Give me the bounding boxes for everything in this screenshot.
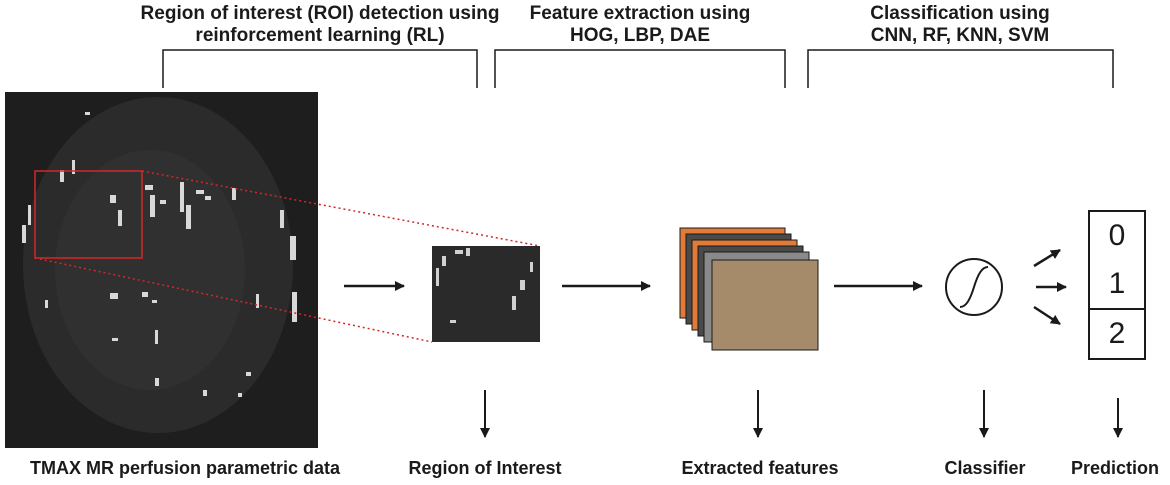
- mr-scan-image: [5, 92, 318, 448]
- stage-bracket-roi: [162, 49, 478, 88]
- caption-input-data: TMAX MR perfusion parametric data: [29, 458, 341, 478]
- class-arrow-down: [1033, 305, 1061, 326]
- prediction-class-box: 2: [1088, 310, 1146, 360]
- stage-heading-roi-line2: reinforcement learning (RL): [195, 25, 445, 46]
- caption-prediction: Prediction: [1070, 458, 1159, 478]
- stage-heading-features: Feature extraction using HOG, LBP, DAE: [515, 3, 765, 47]
- stage-heading-classification-line2: CNN, RF, KNN, SVM: [870, 25, 1050, 46]
- caption-extracted-features: Extracted features: [681, 458, 839, 478]
- caption-classifier: Classifier: [944, 458, 1026, 478]
- caption-region-of-interest: Region of Interest: [408, 458, 562, 478]
- prediction-class-box: 0: [1088, 210, 1146, 262]
- stage-heading-features-line2: HOG, LBP, DAE: [569, 25, 711, 46]
- class-arrow-up: [1033, 248, 1061, 268]
- prediction-class-label: 1: [1108, 267, 1126, 300]
- prediction-class-box: 1: [1088, 260, 1146, 310]
- classifier-neuron-icon: [945, 258, 1003, 316]
- stage-heading-roi-line1: Region of interest (ROI) detection using: [140, 3, 500, 24]
- roi-highlight-box: [34, 170, 143, 259]
- feature-map-stack: [679, 227, 819, 351]
- stage-heading-features-line1: Feature extraction using: [529, 3, 751, 24]
- stage-bracket-features: [494, 49, 786, 88]
- prediction-class-label: 2: [1108, 317, 1126, 350]
- roi-crop-image: [432, 246, 540, 342]
- stage-heading-roi: Region of interest (ROI) detection using…: [110, 3, 530, 47]
- prediction-class-label: 0: [1108, 219, 1126, 252]
- stage-heading-classification-line1: Classification using: [870, 3, 1050, 24]
- stage-heading-classification: Classification using CNN, RF, KNN, SVM: [835, 3, 1085, 47]
- stage-bracket-classification: [807, 49, 1114, 88]
